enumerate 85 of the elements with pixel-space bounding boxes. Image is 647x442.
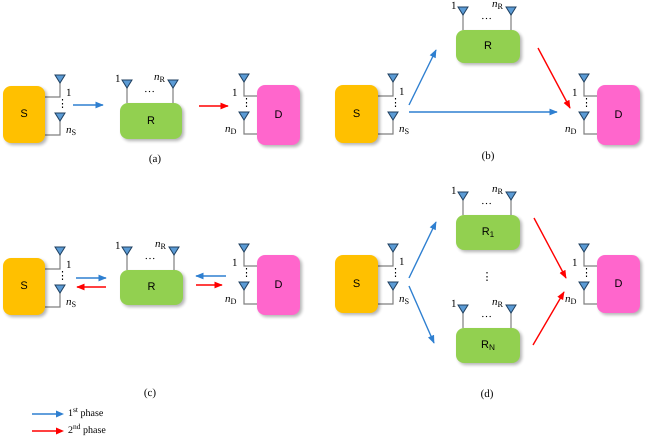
antenna-label: ⋮: [241, 97, 252, 110]
arrow: [408, 286, 435, 344]
node-box: [3, 258, 45, 315]
node-label: S: [352, 106, 360, 122]
arrow: [408, 221, 437, 278]
node-label: R$_{1}$: [482, 225, 494, 241]
node-box: [335, 85, 378, 143]
node-box: [120, 103, 182, 139]
antenna-label: ⋮: [581, 97, 592, 110]
arrow: [195, 272, 226, 280]
arrow: [73, 102, 104, 108]
panel-label: (a): [148, 152, 162, 166]
antenna-label: …: [144, 83, 155, 96]
node-box: [335, 255, 378, 313]
node-label: S: [352, 276, 360, 292]
arrow: [76, 284, 106, 290]
arrow: [537, 48, 571, 109]
arrow: [408, 49, 437, 106]
antenna-label: n$_{D}$: [565, 123, 576, 136]
antenna-label: n$_{S}$: [399, 293, 410, 306]
antenna-label: n$_{R}$: [492, 0, 504, 11]
antenna-label: 1: [399, 86, 404, 99]
antenna-label: n$_{R}$: [155, 238, 166, 251]
antenna-label: …: [481, 308, 492, 321]
arrow: [409, 108, 558, 116]
antenna-label: ⋮: [241, 267, 252, 280]
antenna-label: n$_{S}$: [66, 124, 76, 137]
antenna-label: 1: [572, 87, 578, 100]
node-label: D: [274, 278, 282, 293]
antenna-label: n$_{S}$: [66, 296, 76, 309]
antenna-label: 1: [451, 298, 456, 311]
node-box: [257, 255, 300, 315]
node-label: R: [484, 39, 492, 54]
node-label: S: [20, 107, 28, 122]
antenna-label: 1: [232, 257, 238, 270]
antenna-label: ⋮: [581, 267, 592, 280]
antenna-label: n$_{D}$: [225, 293, 236, 306]
antenna-label: 1: [115, 240, 120, 253]
panel-label: (c): [144, 386, 156, 400]
legend-label: 1$^{st}$ phase: [68, 408, 104, 420]
antenna-label: ⋮: [57, 270, 68, 283]
node-box: [120, 270, 183, 305]
arrow: [532, 291, 565, 346]
node-box: [456, 30, 520, 63]
node-box: [456, 215, 520, 250]
antenna-label: n$_{R}$: [154, 71, 166, 84]
antenna-label: ⋮: [390, 267, 401, 280]
arrow: [533, 218, 567, 279]
node-label: R$_{N}$: [481, 338, 495, 354]
node-box: [257, 85, 300, 145]
antenna-label: 1: [232, 87, 238, 100]
arrow: [196, 282, 223, 288]
node-label: R: [147, 114, 155, 129]
antenna-label: ⋮: [390, 97, 401, 110]
antenna-label: …: [481, 195, 492, 208]
antenna-label: 1: [115, 73, 120, 86]
antenna-label: ⋮: [57, 98, 68, 111]
antenna-label: 1: [451, 185, 456, 198]
antenna-label: 1: [66, 259, 72, 272]
panel-label: ⋮: [482, 270, 492, 284]
antenna-label: n$_{R}$: [492, 296, 504, 309]
node-box: [597, 85, 640, 145]
antenna-label: 1: [572, 257, 578, 270]
antenna-label: …: [481, 10, 492, 23]
panel-label: (d): [480, 387, 494, 401]
antenna-label: n$_{D}$: [225, 123, 236, 136]
arrow: [76, 274, 107, 282]
panel-label: (b): [482, 149, 494, 163]
arrow: [199, 102, 229, 110]
antenna-label: n$_{R}$: [492, 183, 504, 196]
node-box: [597, 255, 640, 313]
legend-label: 2$^{nd}$ phase: [68, 425, 106, 437]
node-label: D: [274, 108, 282, 123]
antenna-label: n$_{D}$: [565, 293, 576, 306]
node-label: R: [148, 280, 156, 296]
node-box: [3, 86, 45, 143]
antenna-label: 1: [451, 0, 456, 13]
antenna-label: n$_{S}$: [399, 123, 410, 136]
antenna-label: 1: [66, 87, 72, 100]
node-box: [456, 328, 520, 363]
node-label: D: [614, 108, 622, 123]
node-label: D: [614, 276, 622, 292]
antenna-label: …: [144, 250, 156, 263]
antenna-label: 1: [399, 256, 404, 269]
node-label: S: [20, 279, 28, 294]
